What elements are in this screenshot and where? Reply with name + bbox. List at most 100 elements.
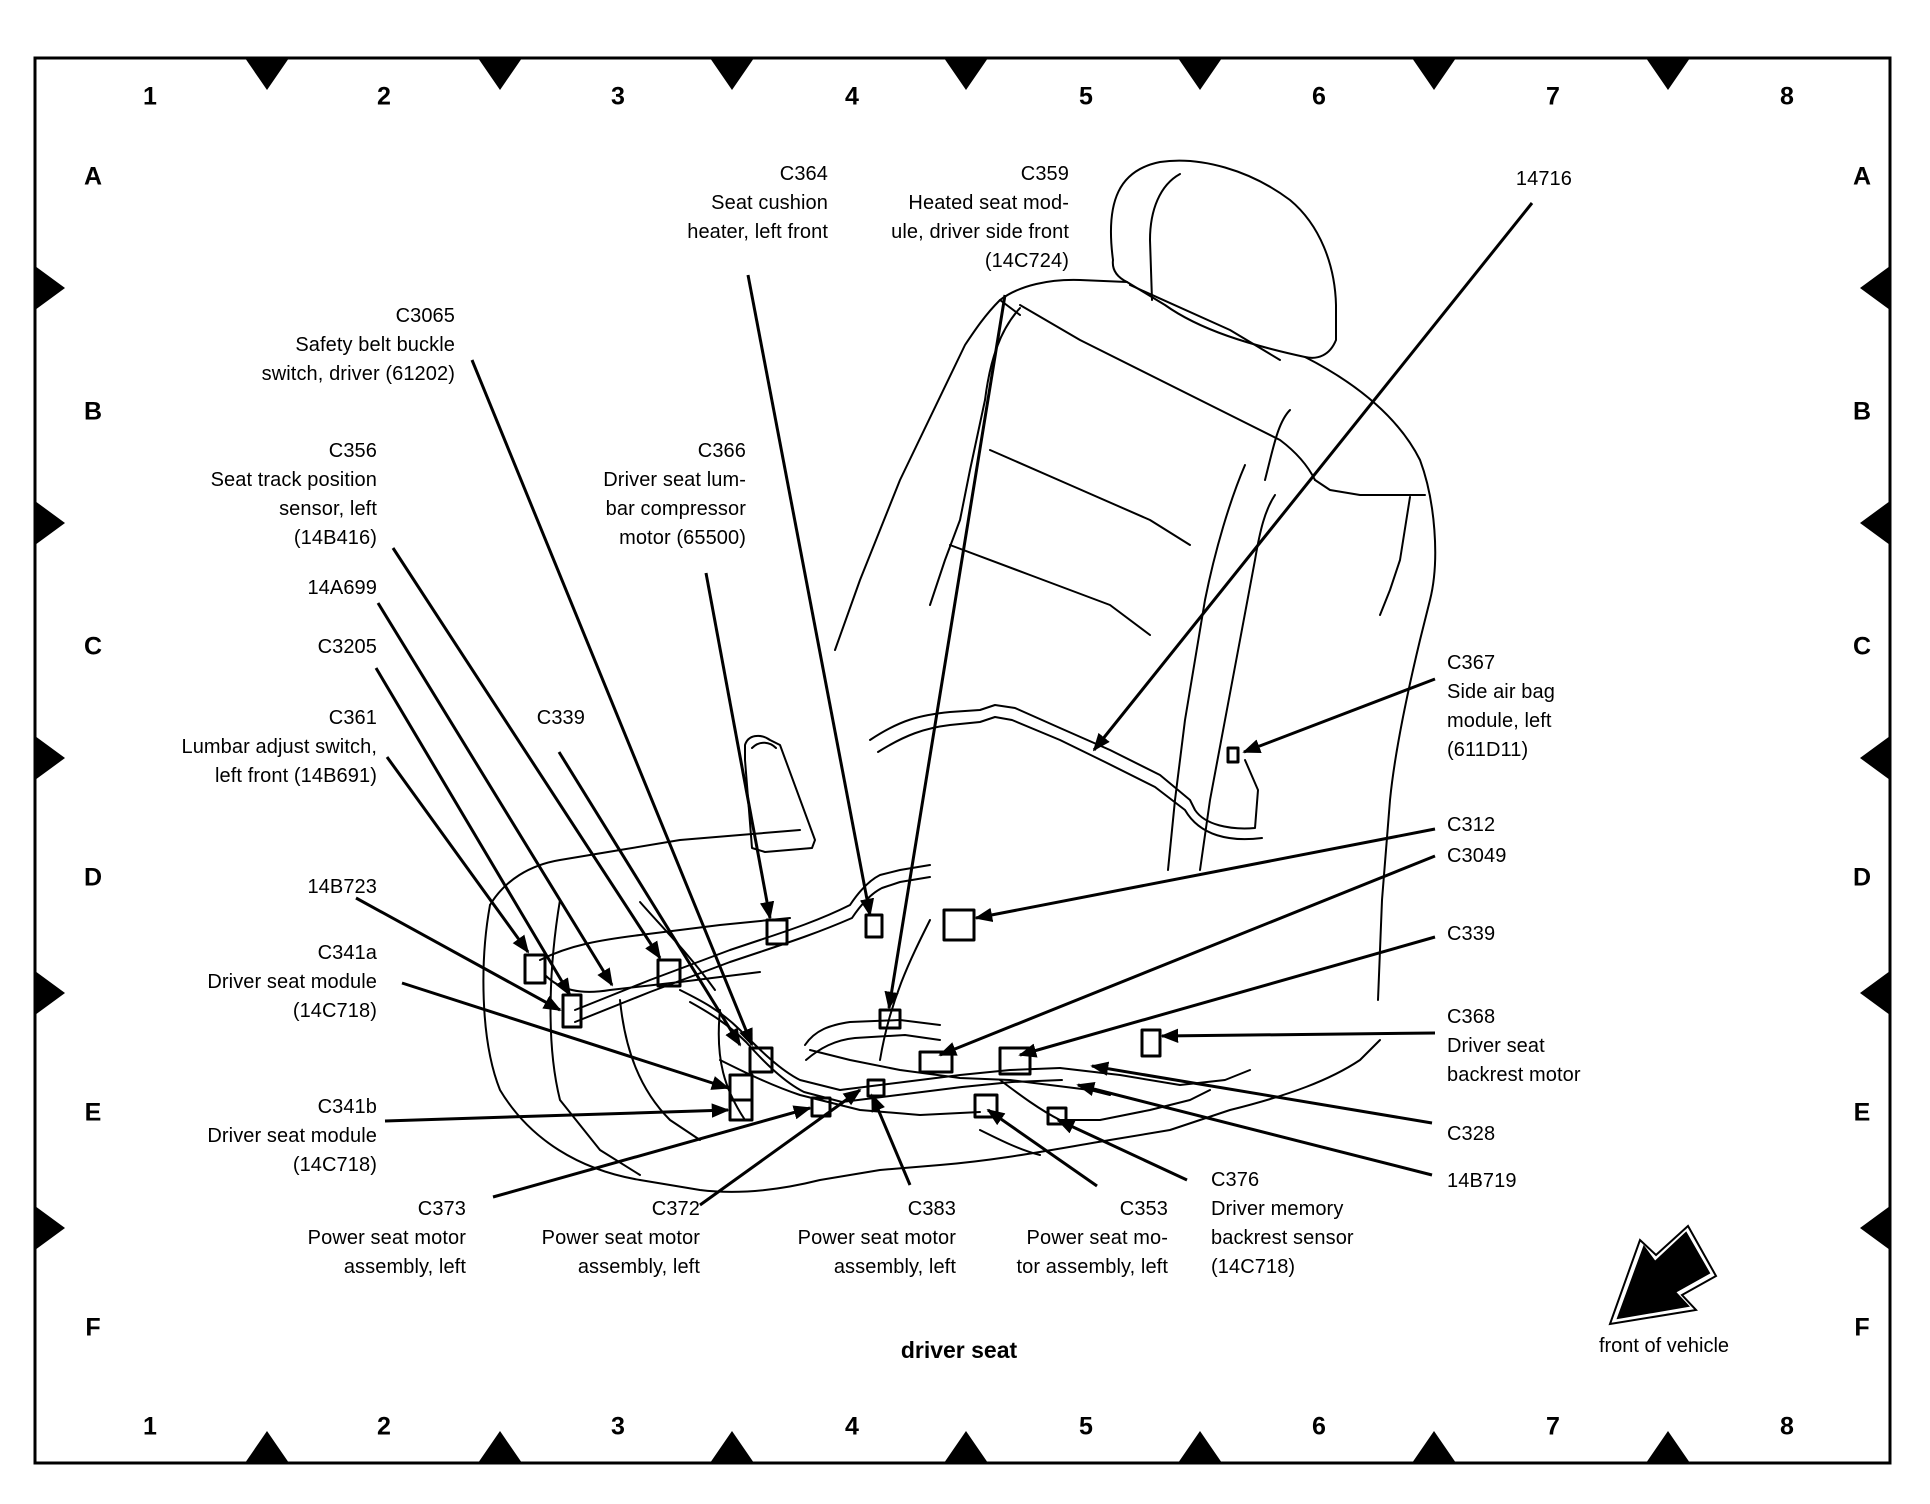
grid-row-label-left: B bbox=[83, 397, 103, 426]
callout-id: 14716 bbox=[1515, 168, 1572, 190]
callout-description-line: Driver seat module bbox=[207, 971, 377, 993]
callout-id: 14A699 bbox=[307, 577, 377, 599]
grid-marker-top-icon bbox=[478, 58, 522, 90]
grid-col-label-top: 1 bbox=[143, 82, 157, 111]
callout-description-line: module, left bbox=[1447, 710, 1552, 732]
leader-c341b bbox=[384, 1103, 730, 1123]
callout-14b723: 14B723 bbox=[307, 873, 377, 902]
callout-description-line: Heated seat mod- bbox=[908, 192, 1069, 214]
connector-c367 bbox=[1226, 746, 1240, 764]
callout-description-line: switch, driver (61202) bbox=[261, 363, 455, 385]
grid-marker-right-icon bbox=[1860, 266, 1890, 310]
callout-description-line: left front (14B691) bbox=[215, 765, 377, 787]
callout-description-line: Power seat motor bbox=[307, 1227, 466, 1249]
leader-c339b bbox=[1018, 935, 1436, 1058]
grid-marker-left-icon bbox=[35, 1206, 65, 1250]
leader-c366 bbox=[704, 572, 775, 920]
callout-14a699: 14A699 bbox=[307, 574, 377, 603]
leader-14b723 bbox=[355, 896, 562, 1012]
leader-c339a bbox=[557, 751, 742, 1047]
callout-c3049: C3049 bbox=[1447, 842, 1506, 871]
leader-c3205 bbox=[374, 667, 572, 997]
grid-row-label-left: E bbox=[84, 1098, 102, 1127]
callout-description-line: tor assembly, left bbox=[1016, 1256, 1168, 1278]
callout-description-line: Safety belt buckle bbox=[295, 334, 455, 356]
connector-c339 bbox=[748, 1046, 774, 1074]
callout-description-line: Power seat motor bbox=[797, 1227, 956, 1249]
grid-marker-bottom-icon bbox=[944, 1431, 988, 1463]
leader-c3049 bbox=[938, 854, 1436, 1057]
callout-description-line: backrest motor bbox=[1447, 1064, 1581, 1086]
callout-description-line: sensor, left bbox=[279, 498, 377, 520]
callout-id: C339 bbox=[1447, 923, 1496, 945]
leader-c373 bbox=[492, 1105, 812, 1199]
leader-c3065 bbox=[470, 359, 754, 1047]
callout-id: C372 bbox=[651, 1198, 700, 1220]
callout-c339-right: C339 bbox=[1447, 920, 1495, 949]
leader-c372 bbox=[699, 1088, 862, 1207]
callout-14716: 14716 bbox=[1516, 165, 1572, 194]
seat-illustration bbox=[482, 159, 1437, 1193]
grid-marker-bottom-icon bbox=[710, 1431, 754, 1463]
leader-14716 bbox=[1092, 202, 1534, 752]
callout-description-line: backrest sensor bbox=[1211, 1227, 1354, 1249]
grid-row-label-right: A bbox=[1852, 162, 1872, 191]
callout-description-line: (14C718) bbox=[292, 1154, 377, 1176]
callout-description-line: assembly, left bbox=[343, 1256, 466, 1278]
grid-marker-top-icon bbox=[1412, 58, 1456, 90]
seat-cushion bbox=[482, 904, 1381, 1193]
grid-marker-top-icon bbox=[944, 58, 988, 90]
connector-c366 bbox=[765, 918, 789, 946]
leader-14b719 bbox=[1076, 1082, 1433, 1177]
leader-c312 bbox=[974, 827, 1436, 922]
callout-id: C383 bbox=[907, 1198, 956, 1220]
grid-marker-right-icon bbox=[1860, 971, 1890, 1015]
grid-col-label-bottom: 5 bbox=[1079, 1412, 1093, 1441]
grid-markers bbox=[35, 58, 1890, 1463]
connector-c339b bbox=[998, 1046, 1032, 1076]
grid-marker-top-icon bbox=[1178, 58, 1222, 90]
grid-marker-bottom-icon bbox=[1646, 1431, 1690, 1463]
grid-col-label-bottom: 8 bbox=[1780, 1412, 1794, 1441]
grid-marker-left-icon bbox=[35, 501, 65, 545]
callout-description-line: Driver seat bbox=[1447, 1035, 1545, 1057]
connector-c359 bbox=[878, 1008, 902, 1030]
main-harness bbox=[574, 864, 931, 1011]
grid-marker-right-icon bbox=[1860, 736, 1890, 780]
grid-col-label-top: 3 bbox=[611, 82, 625, 111]
grid-col-label-bottom: 3 bbox=[611, 1412, 625, 1441]
grid-marker-right-icon bbox=[1860, 1206, 1890, 1250]
callout-description-line: (14B416) bbox=[293, 527, 377, 549]
callout-description-line: Power seat motor bbox=[541, 1227, 700, 1249]
grid-col-label-top: 6 bbox=[1312, 82, 1326, 111]
callout-id: C366 bbox=[697, 440, 746, 462]
leader-lines bbox=[355, 202, 1534, 1207]
callout-description-line: Driver seat lum- bbox=[603, 469, 746, 491]
callout-description-line: (14C718) bbox=[1211, 1256, 1296, 1278]
diagram-title: driver seat bbox=[900, 1337, 1018, 1363]
belt-buckle bbox=[744, 734, 816, 853]
callout-description-line: heater, left front bbox=[687, 221, 828, 243]
grid-col-label-bottom: 2 bbox=[377, 1412, 391, 1441]
front-of-vehicle-label: front of vehicle bbox=[1598, 1335, 1730, 1357]
grid-row-label-right: E bbox=[1853, 1098, 1871, 1127]
connector-c3049 bbox=[918, 1050, 954, 1074]
callout-id: C3049 bbox=[1447, 845, 1507, 867]
leader-c361 bbox=[385, 756, 530, 954]
leader-c341a bbox=[401, 981, 730, 1090]
grid-marker-right-icon bbox=[1860, 501, 1890, 545]
grid-marker-left-icon bbox=[35, 736, 65, 780]
grid-row-label-right: B bbox=[1852, 397, 1872, 426]
connector-14b723 bbox=[561, 993, 583, 1029]
